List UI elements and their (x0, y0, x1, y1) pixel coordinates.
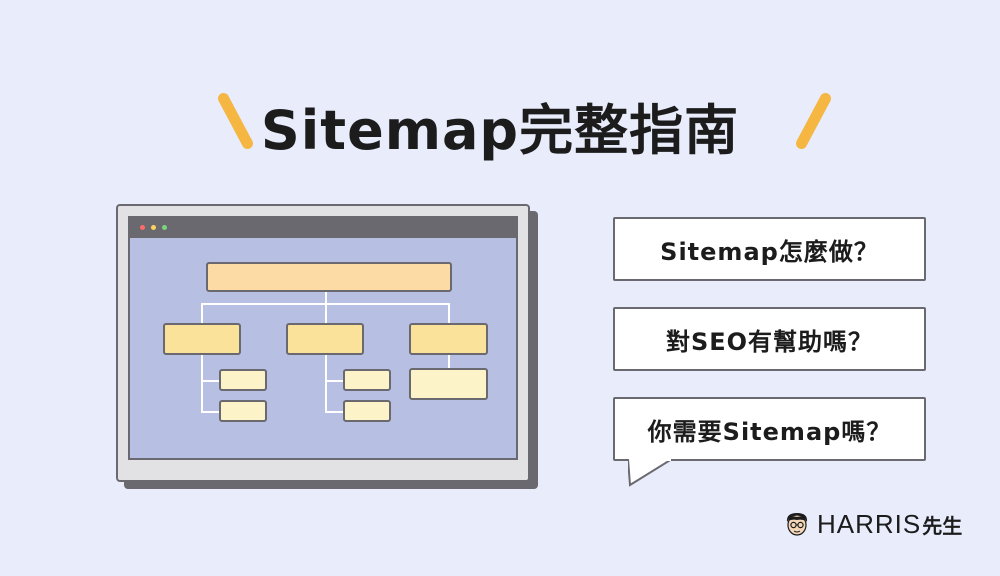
question-bubble: 對SEO有幫助嗎？ (613, 307, 926, 371)
close-dot-icon (140, 225, 145, 230)
maximize-dot-icon (162, 225, 167, 230)
question-text: 對SEO有幫助嗎？ (665, 327, 874, 356)
brand-logo: HARRIS 先生 (783, 508, 962, 540)
page-title: Sitemap完整指南 (260, 99, 740, 162)
connector-line (325, 303, 327, 323)
connector-line (448, 303, 450, 323)
connector-line (201, 303, 203, 323)
connector-line (201, 355, 203, 413)
connector-line (448, 355, 450, 369)
question-text: 你需要Sitemap嗎？ (647, 417, 892, 446)
connector-line (325, 380, 345, 382)
browser-screen (128, 216, 518, 460)
title-area: Sitemap完整指南 (0, 80, 1000, 162)
sitemap-section-node (286, 323, 364, 355)
sitemap-page-node (409, 368, 488, 400)
connector-line (325, 411, 345, 413)
sitemap-page-node (343, 400, 391, 422)
sitemap-section-node (163, 323, 241, 355)
logo-suffix: 先生 (922, 513, 963, 538)
connector-line (201, 380, 221, 382)
sitemap-page-node (343, 369, 391, 391)
sitemap-page-node (219, 369, 267, 391)
question-bubble: Sitemap怎麼做？ (613, 217, 926, 281)
speech-bubble-tail-icon (628, 459, 672, 487)
connector-line (325, 355, 327, 413)
question-text: Sitemap怎麼做？ (660, 237, 879, 266)
avatar-icon (786, 513, 808, 536)
minimize-dot-icon (151, 225, 156, 230)
browser-illustration (116, 204, 530, 482)
browser-titlebar (130, 218, 516, 238)
connector-line (325, 291, 327, 303)
question-bubble: 你需要Sitemap嗎？ (613, 397, 926, 461)
sitemap-page-node (219, 400, 267, 422)
sitemap-root-node (206, 262, 452, 292)
connector-line (201, 411, 221, 413)
sitemap-section-node (409, 323, 488, 355)
logo-name: HARRIS (817, 508, 922, 539)
